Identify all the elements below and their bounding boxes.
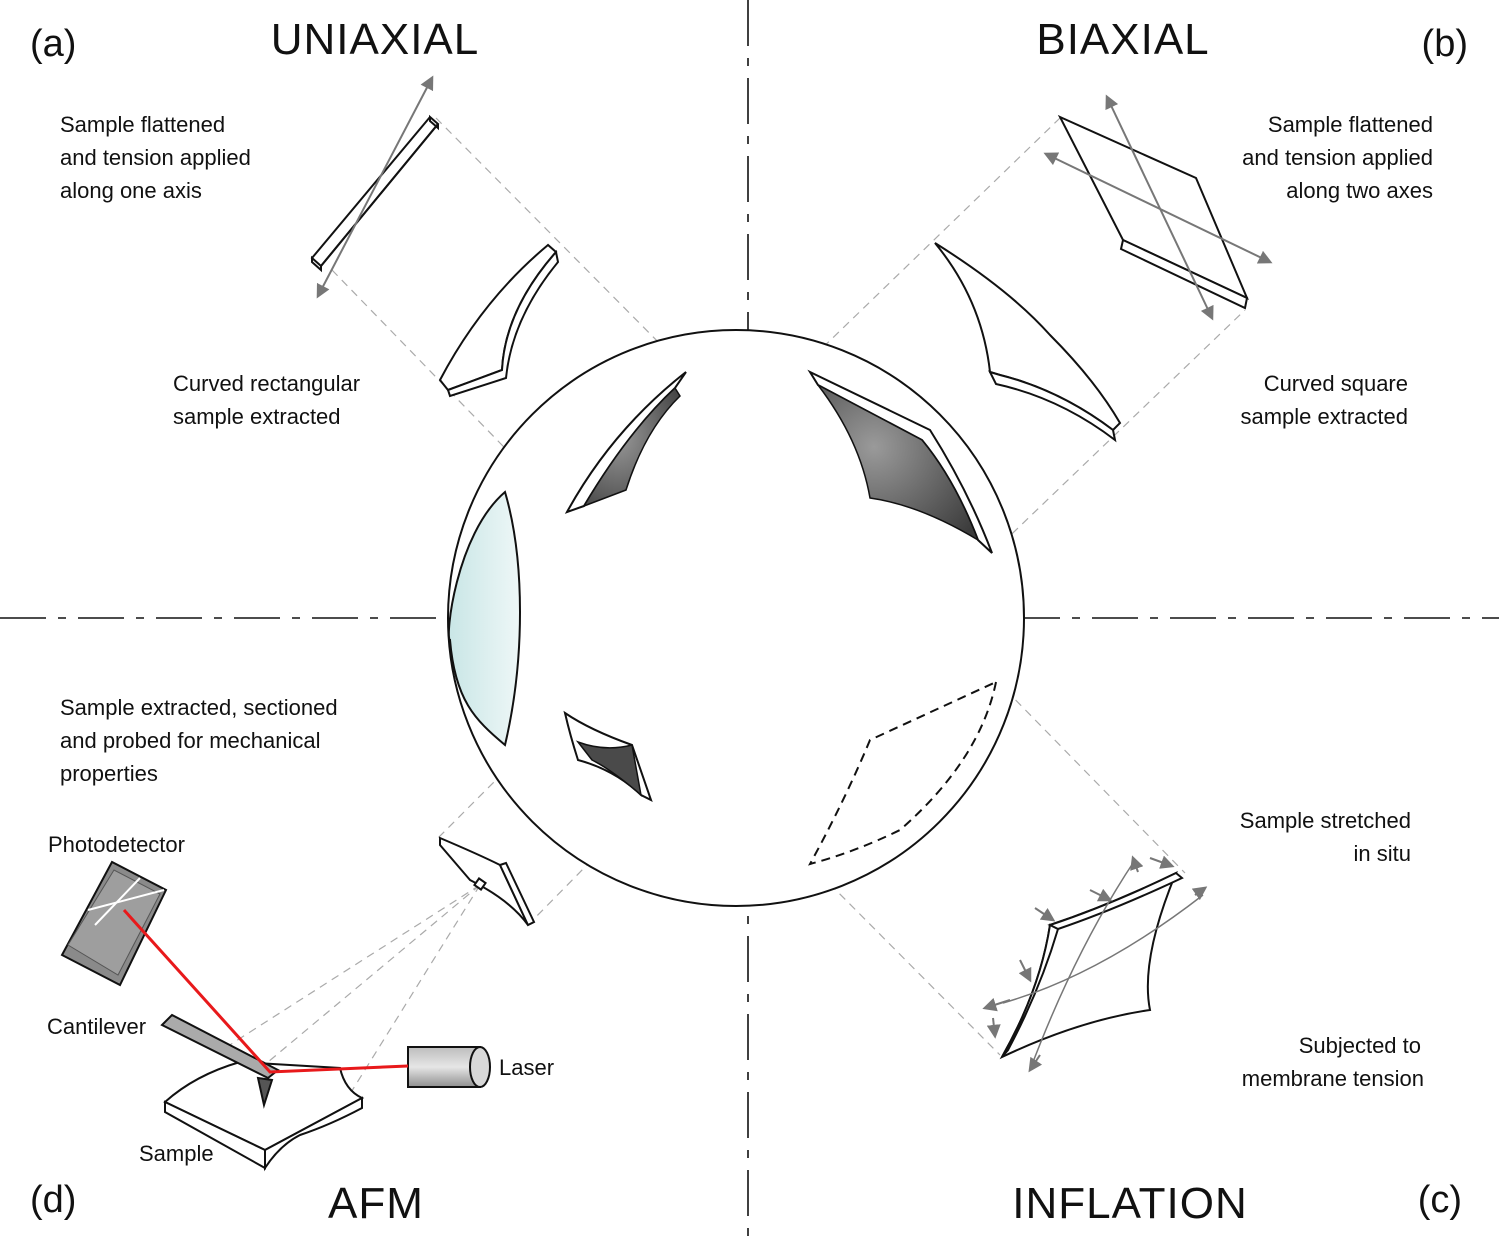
biaxial-step-1: Curved square xyxy=(1264,371,1408,396)
inflation-membrane xyxy=(999,870,1178,1060)
photodetector-label: Photodetector xyxy=(48,832,185,857)
inflation-sample xyxy=(982,855,1208,1073)
uniaxial-desc-1: Sample flattened xyxy=(60,112,225,137)
uniaxial-flat-strip xyxy=(310,114,440,273)
inflation-desc-2: in situ xyxy=(1354,841,1411,866)
globe-outline xyxy=(447,329,1025,907)
panel-d-letter: (d) xyxy=(30,1179,76,1221)
inflation-desc-1: Sample stretched xyxy=(1240,808,1411,833)
inflation-membrane-edge xyxy=(1001,871,1184,1058)
afm-apparatus xyxy=(60,836,536,1172)
biaxial-desc-3: along two axes xyxy=(1286,178,1433,203)
panel-b-letter: (b) xyxy=(1422,23,1468,65)
cornea xyxy=(447,490,521,747)
biaxial-desc-2: and tension applied xyxy=(1242,145,1433,170)
uniaxial-samples xyxy=(310,75,560,398)
uniaxial-curved-sample xyxy=(438,243,558,392)
uniaxial-desc-3: along one axis xyxy=(60,178,202,203)
inflation-step-2: membrane tension xyxy=(1242,1066,1424,1091)
uniaxial-cut-floor xyxy=(582,386,681,508)
biaxial-flat-square xyxy=(1057,114,1249,301)
afm-cut-floor xyxy=(575,740,643,797)
laser-label: Laser xyxy=(499,1055,554,1080)
cantilever-label: Cantilever xyxy=(47,1014,146,1039)
uniaxial-title: UNIAXIAL xyxy=(271,15,480,64)
panel-c-letter: (c) xyxy=(1418,1179,1462,1221)
cantilever-tip xyxy=(256,1076,274,1109)
afm-title: AFM xyxy=(328,1179,424,1228)
eye-globe xyxy=(447,329,1025,907)
biaxial-curved-edge xyxy=(988,370,1117,443)
afm-probe-spot xyxy=(473,877,487,891)
panel-a-letter: (a) xyxy=(30,23,76,65)
afm-sample-block-front xyxy=(164,1096,363,1172)
tension-arrows xyxy=(982,855,1208,1073)
laser-device xyxy=(407,1046,491,1088)
inflation-curve-1 xyxy=(1002,894,1204,1004)
labels: (a) UNIAXIAL Sample flattened and tensio… xyxy=(30,15,1468,1228)
afm-extracted-sample-edge xyxy=(498,861,536,927)
afm-desc-2: and probed for mechanical xyxy=(60,728,321,753)
uniaxial-curved-edge xyxy=(446,249,560,398)
biaxial-arrow-2 xyxy=(1043,152,1273,264)
biaxial-cut-floor xyxy=(817,384,980,542)
cantilever-arm xyxy=(160,1013,280,1080)
laser-beam xyxy=(122,908,409,1074)
inflation-step-1: Subjected to xyxy=(1299,1033,1421,1058)
biaxial-samples xyxy=(934,94,1273,443)
uniaxial-desc-2: and tension applied xyxy=(60,145,251,170)
afm-desc-3: properties xyxy=(60,761,158,786)
biaxial-desc-1: Sample flattened xyxy=(1268,112,1433,137)
photodetector xyxy=(60,860,168,987)
biaxial-title: BIAXIAL xyxy=(1036,15,1209,64)
afm-desc-1: Sample extracted, sectioned xyxy=(60,695,338,720)
uniaxial-step-1: Curved rectangular xyxy=(173,371,360,396)
sample-label: Sample xyxy=(139,1141,214,1166)
uniaxial-arrow xyxy=(316,75,434,299)
biaxial-curved-sample xyxy=(934,242,1122,432)
biaxial-step-2: sample extracted xyxy=(1240,404,1408,429)
inflation-curve-2 xyxy=(1029,859,1136,1071)
uniaxial-strip-edge xyxy=(320,123,439,267)
uniaxial-step-2: sample extracted xyxy=(173,404,341,429)
inflation-title: INFLATION xyxy=(1012,1179,1248,1228)
